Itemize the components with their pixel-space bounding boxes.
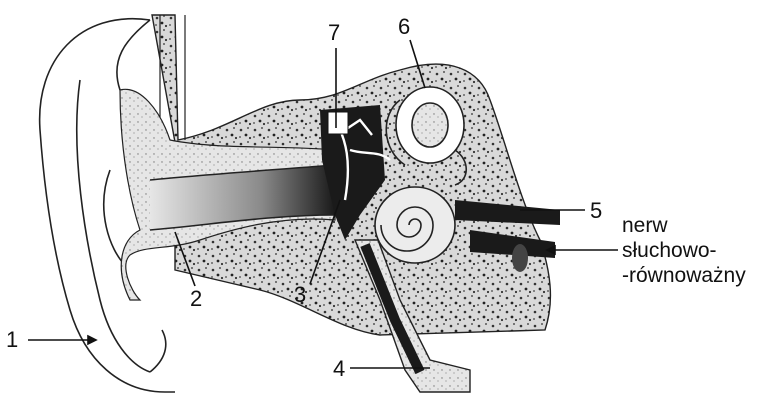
nerve-label-line2: słuchowo- [622, 239, 717, 262]
nerve-label-line3: -równoważny [622, 264, 746, 287]
label-1: 1 [6, 327, 18, 352]
label-4: 4 [333, 356, 345, 381]
nerve-label-line1: nerw [622, 214, 668, 237]
cochlea [375, 187, 455, 263]
label-2: 2 [190, 286, 202, 311]
nerve-label: nerw słuchowo- -równoważny [622, 214, 746, 287]
label-7: 7 [328, 20, 340, 45]
label-3: 3 [294, 282, 306, 307]
label-6: 6 [398, 14, 410, 39]
label-5: 5 [590, 198, 602, 223]
